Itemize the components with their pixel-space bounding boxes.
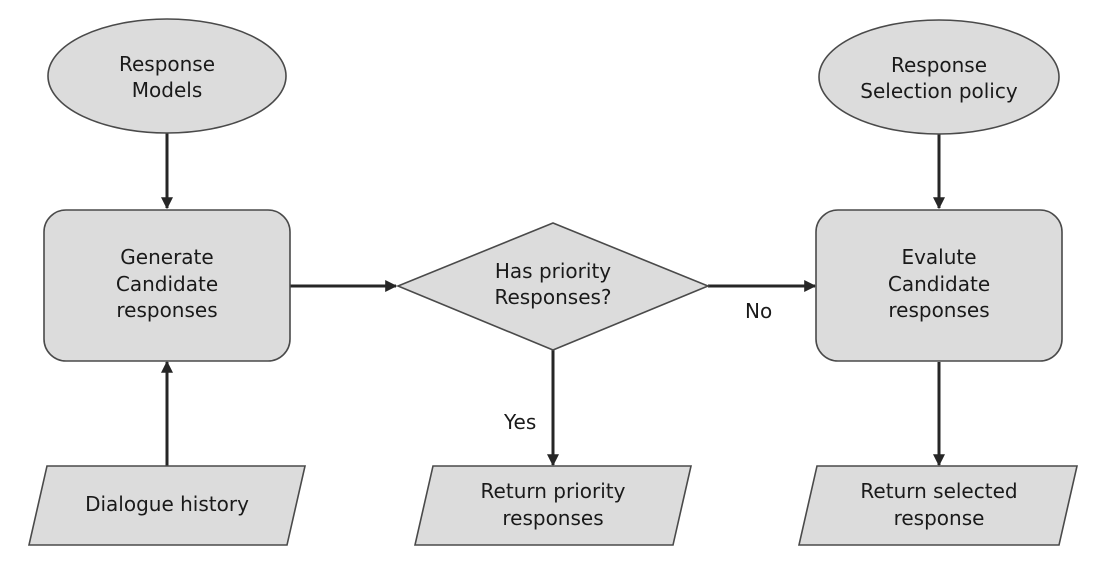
selection-policy-line-2: Selection policy: [860, 79, 1018, 103]
yes-edge-label: Yes: [503, 410, 536, 434]
generate-candidates-line-1: Generate: [120, 245, 213, 269]
dialogue-history-node: Dialogue history: [27, 465, 307, 546]
selection-policy-node: Response Selection policy: [818, 19, 1060, 135]
response-models-node: Response Models: [47, 18, 287, 134]
priority-decision-node: Has priority Responses?: [395, 222, 711, 351]
generate-candidates-line-2: Candidate: [116, 272, 218, 296]
generate-candidates-line-3: responses: [116, 298, 217, 322]
return-selected-line-1: Return selected: [860, 479, 1017, 503]
response-models-line-1: Response: [119, 52, 215, 76]
evaluate-candidates-node: Evalute Candidate responses: [815, 209, 1063, 362]
return-priority-node: Return priority responses: [413, 465, 693, 546]
response-models-line-2: Models: [132, 78, 202, 102]
priority-decision-line-1: Has priority: [495, 259, 611, 283]
return-selected-node: Return selected response: [797, 465, 1079, 546]
no-edge-label: No: [745, 299, 772, 323]
evaluate-candidates-line-1: Evalute: [901, 245, 976, 269]
return-priority-line-1: Return priority: [481, 479, 626, 503]
dialogue-history-label: Dialogue history: [85, 492, 249, 516]
priority-decision-line-2: Responses?: [494, 285, 611, 309]
return-selected-line-2: response: [894, 506, 985, 530]
selection-policy-line-1: Response: [891, 53, 987, 77]
generate-candidates-node: Generate Candidate responses: [43, 209, 291, 362]
evaluate-candidates-line-2: Candidate: [888, 272, 990, 296]
return-priority-line-2: responses: [502, 506, 603, 530]
evaluate-candidates-line-3: responses: [888, 298, 989, 322]
